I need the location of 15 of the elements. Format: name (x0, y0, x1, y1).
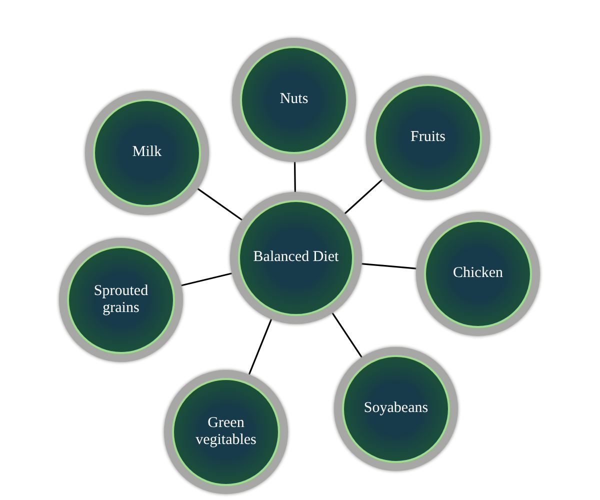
node-label: Milk (132, 144, 162, 162)
node-label: Chicken (453, 265, 503, 283)
connector-line (332, 312, 362, 358)
connector-line (362, 262, 416, 270)
node-label: Soyabeans (364, 400, 428, 418)
node-label: Balanced Diet (253, 249, 339, 267)
connector-line (181, 272, 232, 286)
connector-line (248, 318, 272, 375)
connector-line (344, 179, 383, 214)
node-label: Fruits (410, 129, 446, 147)
node-label: Sprouted grains (92, 282, 150, 318)
node-label: Green vegitables (194, 414, 258, 450)
node-label: Nuts (280, 91, 308, 109)
connector-line (197, 188, 243, 221)
connector-line (294, 162, 296, 192)
